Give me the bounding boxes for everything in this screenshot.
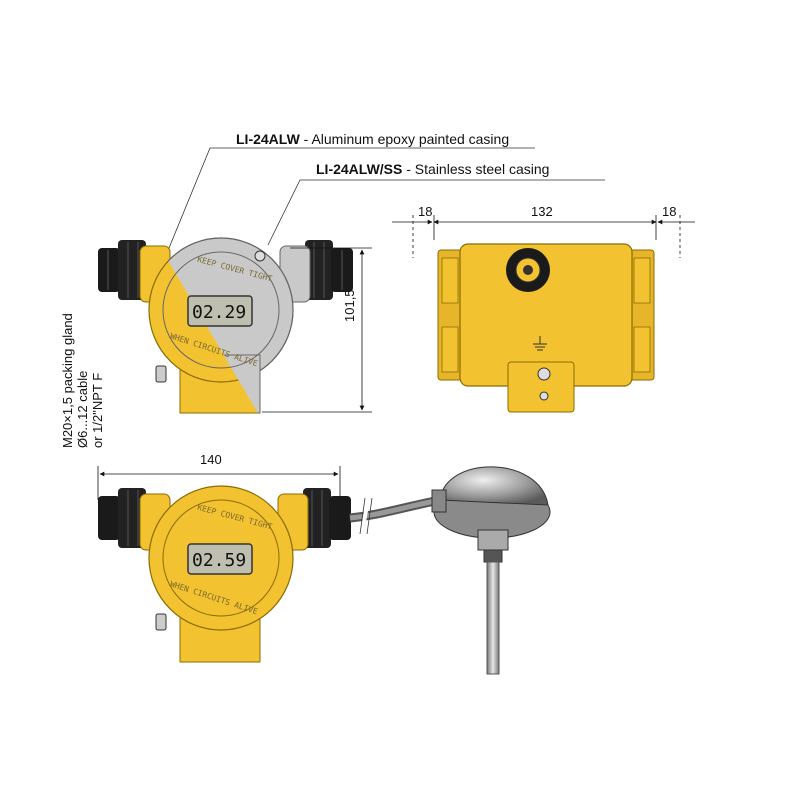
width-dimension-label: 140 — [200, 452, 222, 467]
right-cable-gland — [305, 240, 353, 300]
label-aluminum-model: LI-24ALW — [236, 131, 300, 147]
connection-cable — [349, 495, 441, 535]
body-width-dimension-label: 132 — [531, 204, 553, 219]
side-left-dimension-label: 18 — [418, 204, 433, 219]
label-leader-lines — [159, 147, 605, 271]
label-stainless-desc: - Stainless steel casing — [402, 161, 550, 177]
label-stainless-casing: LI-24ALW/SS - Stainless steel casing — [316, 161, 549, 177]
top-display-value: 02.29 — [192, 302, 246, 323]
front-view-top: 02.29 KEEP COVER TIGHT WHEN CIRCUITS ALI… — [98, 237, 353, 414]
front-view-bottom: 02.59 KEEP COVER TIGHT WHEN CIRCUITS ALI… — [97, 466, 351, 663]
label-aluminum-casing: LI-24ALW - Aluminum epoxy painted casing — [236, 131, 509, 147]
label-aluminum-desc: - Aluminum epoxy painted casing — [299, 131, 510, 147]
temperature-probe — [431, 466, 551, 675]
height-dimension — [262, 247, 372, 413]
gland-note-line1: M20×1,5 packing gland — [60, 313, 75, 448]
side-right-dimension-label: 18 — [662, 204, 677, 219]
gland-note-line3: or 1/2"NPT F — [90, 372, 105, 448]
bottom-display-value: 02.59 — [192, 550, 246, 571]
gland-note: M20×1,5 packing gland Ø6...12 cable or 1… — [60, 268, 105, 448]
side-view — [392, 215, 695, 413]
gland-note-line2: Ø6...12 cable — [75, 370, 90, 448]
height-dimension-label: 101,5 — [342, 289, 357, 322]
label-stainless-model: LI-24ALW/SS — [316, 161, 403, 177]
left-cable-gland — [98, 240, 146, 300]
